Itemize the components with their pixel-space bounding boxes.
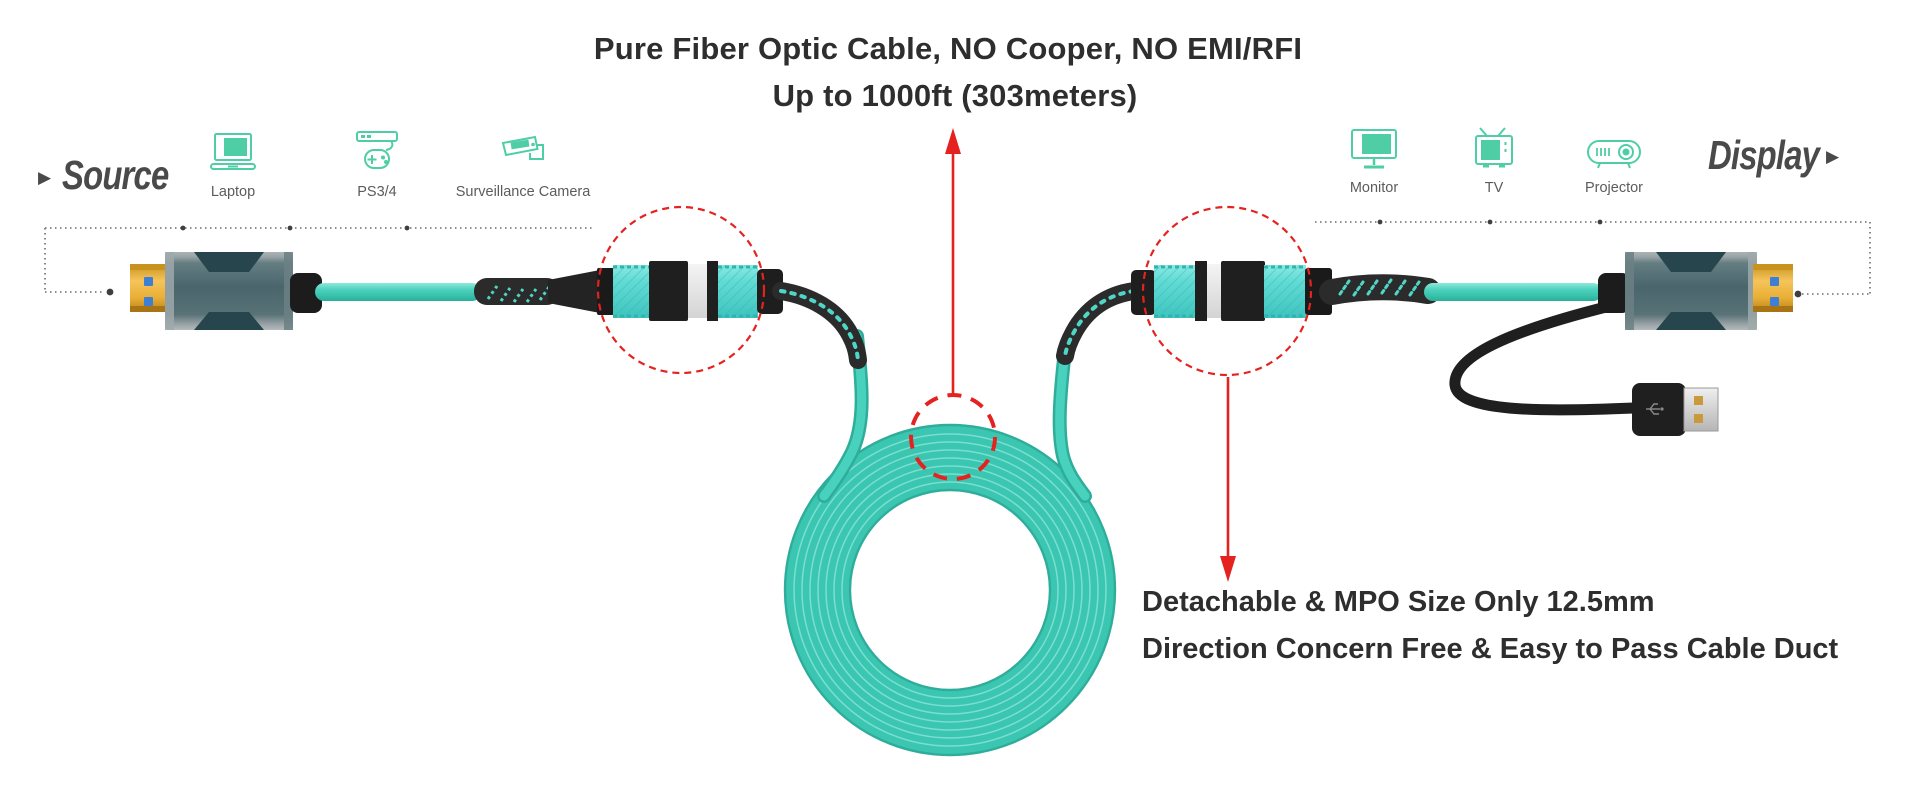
device-tv: TV: [1409, 118, 1579, 196]
mpo-grip-left-b: [718, 265, 758, 318]
device-monitor: Monitor: [1289, 118, 1459, 196]
braid-curve-right: [1056, 282, 1143, 365]
monitor-icon: [1350, 118, 1398, 172]
braid-curve-left: [772, 282, 867, 369]
device-label: PS3/4: [357, 184, 397, 200]
device-label: Projector: [1584, 180, 1644, 196]
dotted-bracket-left: [44, 227, 595, 293]
device-projector: Projector: [1529, 118, 1699, 196]
hdmi-plug-left: [130, 264, 170, 312]
dotted-bracket-left-dots: [106, 225, 410, 296]
source-arrow-icon: ▶: [38, 168, 52, 187]
headline-line1: Pure Fiber Optic Cable, NO Cooper, NO EM…: [593, 31, 1303, 66]
coil-lead-in-left: [817, 329, 869, 503]
laptop-icon: [209, 122, 257, 176]
strain-relief-right: [1598, 273, 1630, 313]
device-surveillance-camera: Surveillance Camera: [438, 122, 608, 200]
device-label: TV: [1484, 180, 1504, 196]
tv-icon: [1470, 118, 1518, 172]
cable-coil: [783, 423, 1117, 757]
cctv-camera-icon: [499, 122, 547, 176]
detachable-note-line2: Direction Concern Free & Easy to Pass Ca…: [1142, 633, 1839, 665]
hdmi-connector-right: [1598, 252, 1793, 330]
highlight-circle-right: [1141, 205, 1313, 377]
mpo-grip-right-b: [1264, 265, 1306, 318]
mpo-grip-left-a: [613, 265, 650, 318]
device-laptop: Laptop: [148, 122, 318, 200]
hdmi-connector-left: [130, 252, 322, 330]
mpo-coupler-left: [597, 261, 783, 321]
projector-icon: [1587, 118, 1641, 172]
hdmi-shell-right: [1625, 252, 1757, 330]
display-arrow-icon: ▶: [1826, 147, 1840, 166]
device-label: Surveillance Camera: [455, 184, 591, 200]
display-label: Display: [1708, 132, 1820, 178]
fiber-cable-right: [1424, 283, 1602, 301]
strain-relief-left: [290, 273, 322, 313]
hdmi-shell-left: [165, 252, 293, 330]
device-ps34: PS3/4: [292, 122, 462, 200]
source-label: Source: [62, 152, 169, 198]
device-label: Laptop: [210, 184, 256, 200]
fiber-cable-left: [315, 283, 481, 301]
usb-power-cable: [1449, 300, 1719, 436]
detachable-note-line1: Detachable & MPO Size Only 12.5mm: [1142, 586, 1655, 618]
hdmi-plug-right: [1753, 264, 1793, 312]
headline-line2: Up to 1000ft (303meters): [772, 78, 1138, 113]
device-label: Monitor: [1349, 180, 1399, 196]
gamepad-icon: [353, 122, 401, 176]
usb-connector: [1632, 383, 1719, 436]
dotted-bracket-right: [1315, 221, 1871, 295]
braid-section-right: [1319, 274, 1441, 305]
braid-section-left: [474, 270, 600, 313]
highlight-circle-left: [596, 205, 766, 375]
mpo-coupler-right: [1131, 261, 1332, 321]
arrow-up: [945, 128, 961, 395]
dotted-bracket-right-dots: [1377, 219, 1802, 298]
mpo-grip-right-a: [1154, 265, 1195, 318]
arrow-down: [1220, 377, 1236, 582]
coil-lead-in-right: [1052, 343, 1092, 503]
